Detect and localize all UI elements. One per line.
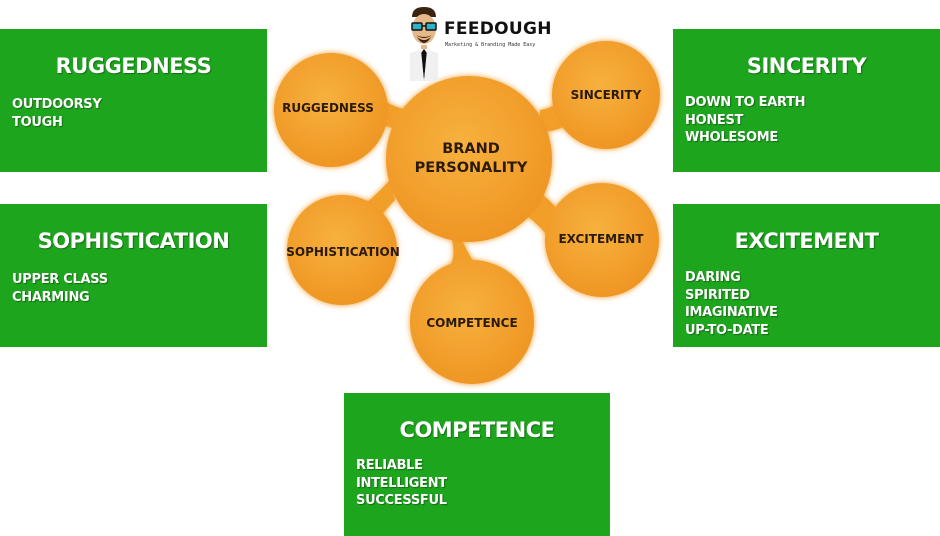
mascot-icon: [410, 7, 438, 81]
ruggedness-traits: OUTDOORSY TOUGH: [0, 96, 267, 131]
ruggedness-box: RUGGEDNESS OUTDOORSY TOUGH: [0, 29, 267, 172]
sincerity-box: SINCERITY DOWN TO EARTH HONEST WHOLESOME: [673, 29, 940, 172]
trait-item: UP-TO-DATE: [685, 322, 769, 338]
competence-traits: RELIABLE INTELLIGENT SUCCESSFUL: [344, 457, 610, 510]
trait-item: CHARMING: [12, 289, 90, 305]
excitement-traits: DARING SPIRITED IMAGINATIVE UP-TO-DATE: [673, 269, 940, 339]
excitement-circle-label: EXCITEMENT: [558, 232, 644, 246]
sophistication-circle: [287, 195, 397, 305]
competence-circle-label: COMPETENCE: [426, 316, 517, 330]
excitement-box-title: EXCITEMENT: [734, 229, 879, 253]
trait-item: RELIABLE: [356, 458, 423, 473]
logo-tagline: Marketing & Branding Made Easy: [445, 42, 536, 48]
sophistication-box: SOPHISTICATION UPPER CLASS CHARMING: [0, 204, 267, 347]
trait-item: HONEST: [685, 112, 744, 128]
trait-item: INTELLIGENT: [356, 475, 447, 491]
ruggedness-circle-label: RUGGEDNESS: [282, 101, 374, 115]
trait-item: UPPER CLASS: [12, 272, 108, 287]
sophistication-box-title: SOPHISTICATION: [37, 229, 230, 253]
trait-item: IMAGINATIVE: [685, 305, 778, 320]
center-label-line2: PERSONALITY: [415, 160, 528, 176]
trait-item: SUCCESSFUL: [356, 493, 447, 508]
feedough-logo: FEEDOUGH Marketing & Branding Made Easy: [404, 3, 554, 85]
sophistication-traits: UPPER CLASS CHARMING: [0, 271, 267, 306]
sincerity-traits: DOWN TO EARTH HONEST WHOLESOME: [673, 94, 940, 147]
trait-item: DARING: [685, 270, 741, 285]
center-circle: [386, 76, 552, 242]
sincerity-circle-label: SINCERITY: [571, 88, 642, 102]
excitement-box: EXCITEMENT DARING SPIRITED IMAGINATIVE U…: [673, 204, 940, 347]
trait-item: TOUGH: [12, 114, 63, 130]
sincerity-circle: [552, 41, 660, 149]
logo-wordmark: FEEDOUGH: [444, 19, 552, 39]
competence-box: COMPETENCE RELIABLE INTELLIGENT SUCCESSF…: [344, 393, 610, 536]
trait-item: WHOLESOME: [685, 130, 778, 145]
trait-item: DOWN TO EARTH: [685, 95, 806, 110]
ruggedness-circle: [274, 53, 388, 167]
excitement-circle: [545, 183, 659, 297]
competence-box-title: COMPETENCE: [399, 418, 555, 442]
center-label-line1: BRAND: [442, 141, 500, 157]
trait-item: OUTDOORSY: [12, 97, 102, 112]
sincerity-box-title: SINCERITY: [746, 54, 867, 78]
competence-circle: [410, 260, 534, 384]
sophistication-circle-label: SOPHISTICATION: [286, 245, 400, 259]
trait-item: SPIRITED: [685, 287, 750, 303]
ruggedness-box-title: RUGGEDNESS: [55, 54, 212, 78]
